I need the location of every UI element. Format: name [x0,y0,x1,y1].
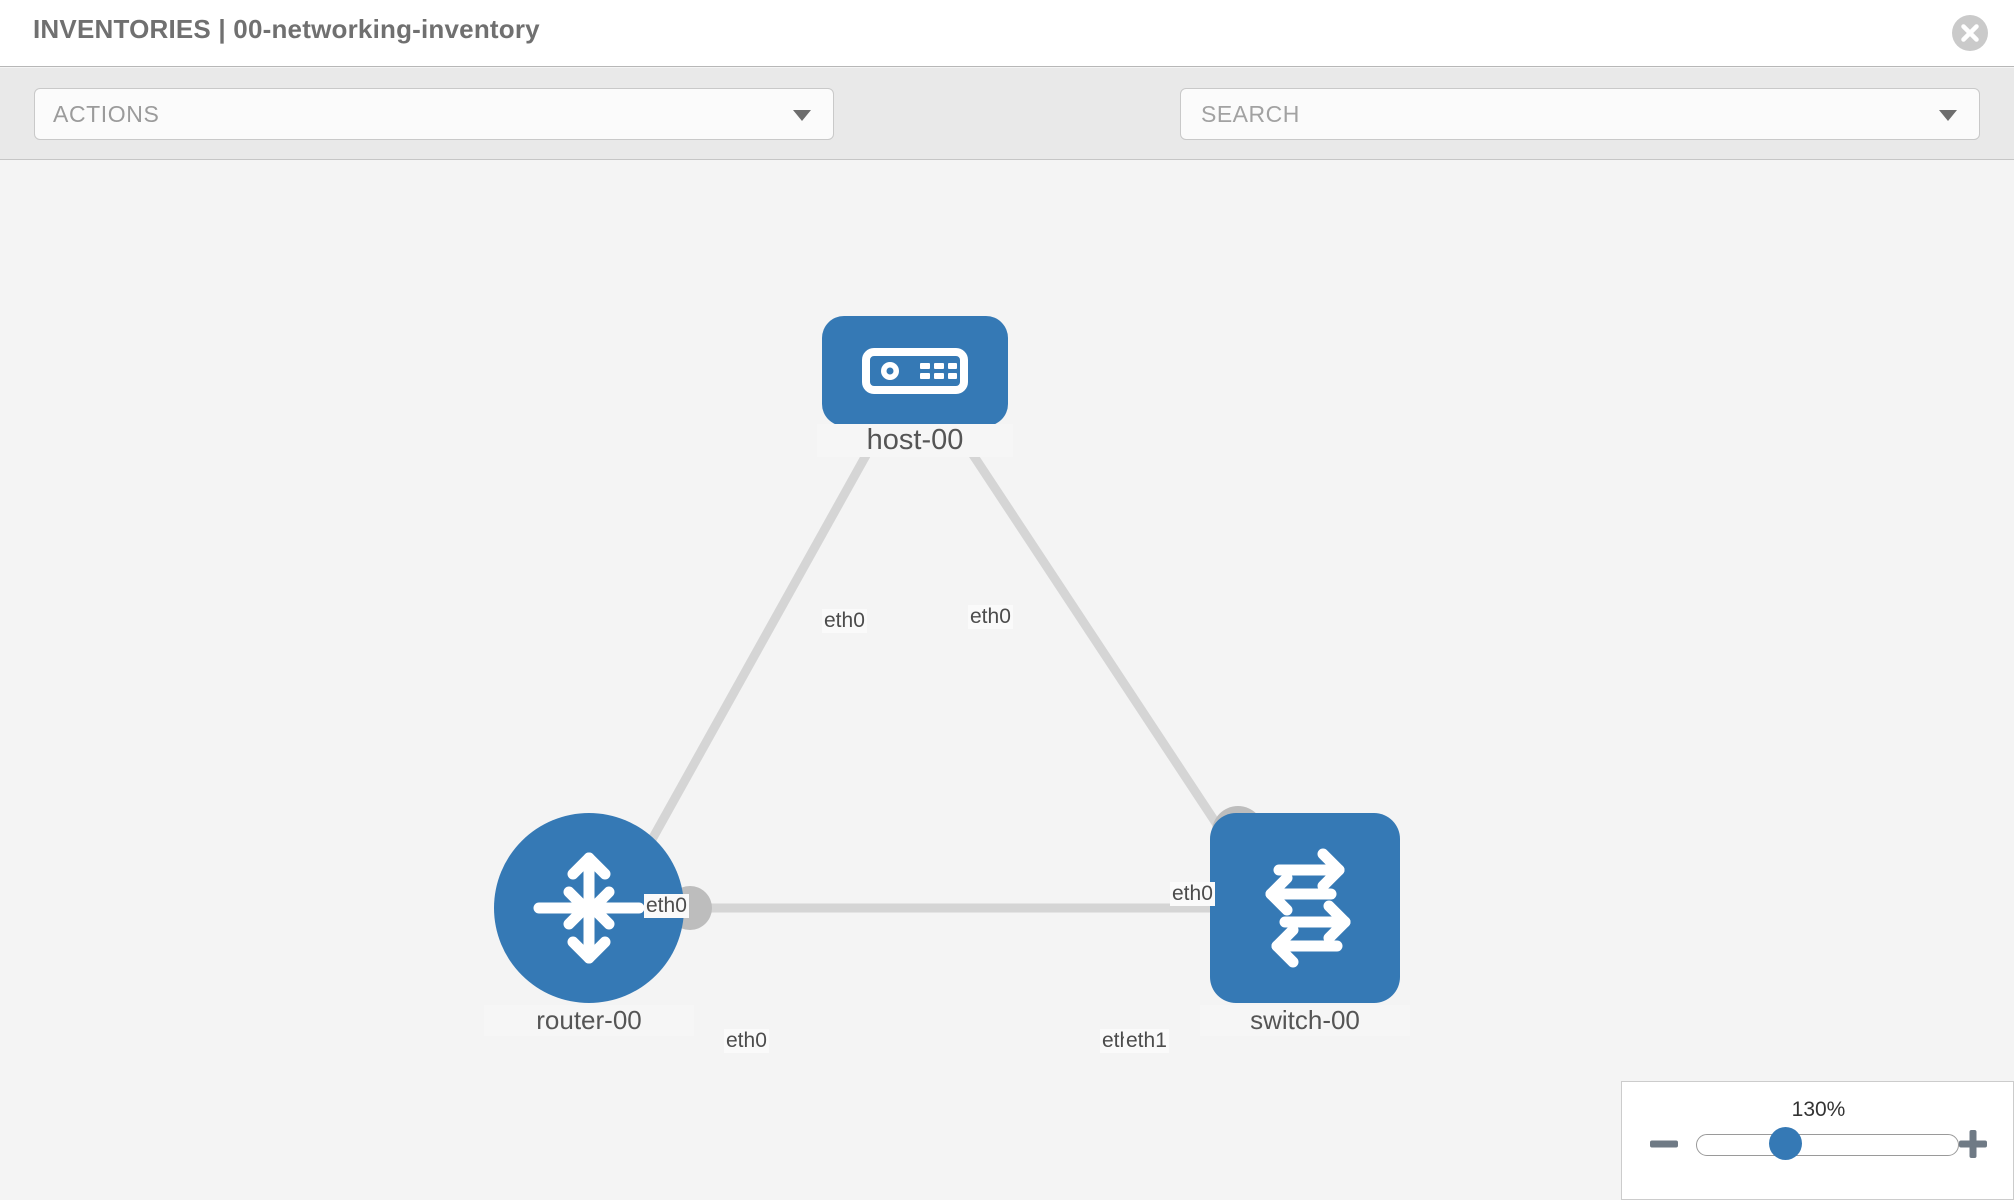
topology-node-router-00[interactable]: router-00 [484,813,694,1036]
node-label-host-00: host-00 [817,424,1013,457]
plus-icon[interactable] [1955,1126,1991,1162]
zoom-control-panel: 130% [1621,1081,2014,1200]
zoom-slider-thumb[interactable] [1769,1127,1802,1160]
link-host-switch[interactable] [948,420,1249,870]
iface-label-host-left: eth0 [822,609,867,633]
topology-node-switch-00[interactable]: switch-00 [1200,813,1410,1036]
iface-label-switch-eth1: eth1 [1124,1029,1169,1053]
topology-node-host-00[interactable]: host-00 [817,316,1013,457]
zoom-slider-track[interactable] [1696,1134,1959,1156]
actions-dropdown-label: ACTIONS [53,101,160,127]
router-node-shape[interactable] [494,813,684,1003]
iface-label-switch-uplink: eth0 [1170,882,1215,906]
switch-node-shape[interactable] [1210,813,1400,1003]
minus-icon[interactable] [1646,1126,1682,1162]
host-node-shape[interactable] [822,316,1008,426]
iface-label-router-eth0: eth0 [724,1029,769,1053]
search-field[interactable] [1180,88,1980,140]
search-input[interactable] [1199,89,1899,139]
switch-arrows-icon [1265,848,1351,968]
toolbar: ACTIONS [0,68,2014,198]
iface-label-host-right: eth0 [968,605,1013,629]
page-header: INVENTORIES | 00-networking-inventory [0,0,2014,67]
link-host-router[interactable] [636,420,888,864]
chevron-down-icon[interactable] [1939,110,1957,121]
actions-dropdown[interactable]: ACTIONS [34,88,834,140]
node-label-switch-00: switch-00 [1200,1005,1410,1036]
server-icon [862,348,968,394]
close-icon[interactable] [1952,15,1988,51]
page-title: INVENTORIES | 00-networking-inventory [33,14,540,44]
topology-canvas[interactable]: host-00 [0,161,2014,1200]
node-label-router-00: router-00 [484,1005,694,1036]
router-arrows-icon [533,852,645,964]
chevron-down-icon [793,110,811,121]
zoom-level-label: 130% [1791,1098,1846,1121]
iface-label-router-uplink: eth0 [644,894,689,918]
